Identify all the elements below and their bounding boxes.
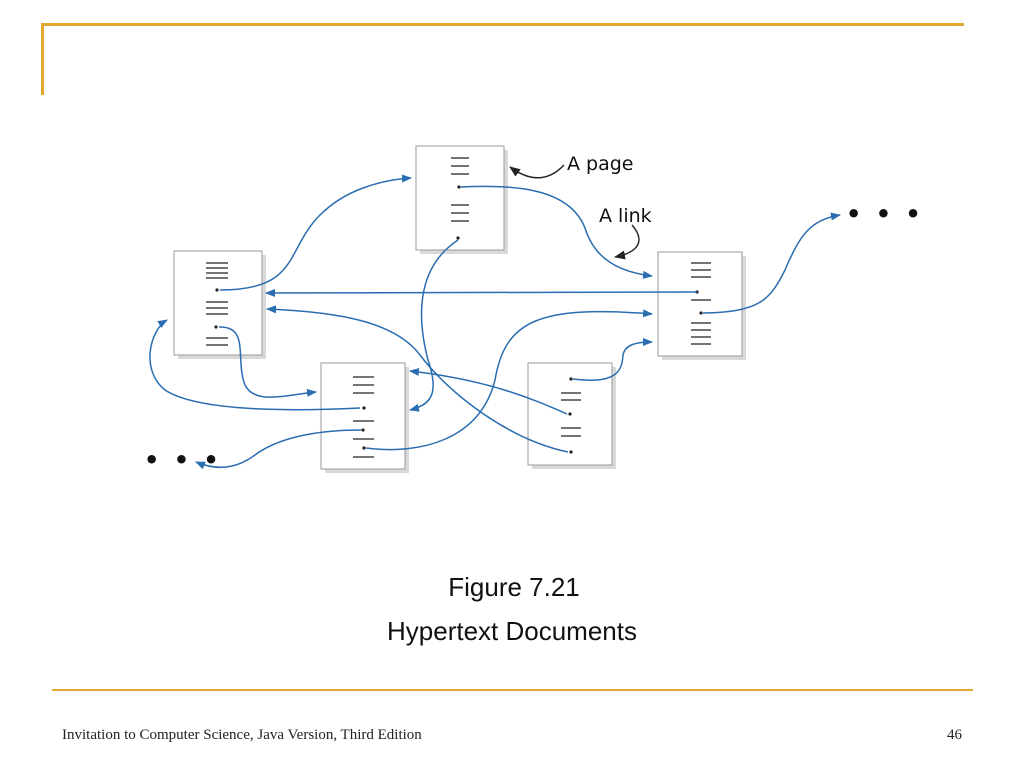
footer-source: Invitation to Computer Science, Java Ver… <box>62 727 422 743</box>
link-callout-arrow <box>614 224 640 260</box>
ellipsis-right: • • • <box>846 200 924 228</box>
page-callout-arrow <box>509 164 565 179</box>
hyperlinks <box>149 174 841 470</box>
accent-rule-left <box>41 23 44 95</box>
page-bottom-center <box>320 362 409 473</box>
footer-page-number: 46 <box>947 727 962 743</box>
page-bottom-right <box>527 362 616 469</box>
link-top-to-right <box>460 185 653 279</box>
accent-rule-bottom <box>52 689 973 691</box>
page-top <box>415 145 508 254</box>
link-bottom-center-to-offpage <box>195 429 362 470</box>
figure-number: Figure 7.21 <box>448 572 580 602</box>
accent-rule-top <box>41 23 964 26</box>
figure-title: Hypertext Documents <box>387 616 637 646</box>
link-bottom-center-to-right <box>365 309 653 451</box>
link-right-to-offpage <box>702 212 841 314</box>
link-top-to-bottom-center <box>409 239 459 412</box>
page-right <box>657 251 746 360</box>
link-bottom-right-to-left <box>266 305 569 453</box>
link-annotation: A link <box>599 205 652 227</box>
link-bottom-right-to-bottom-center <box>409 368 568 415</box>
page-left <box>173 250 266 359</box>
link-right-to-left <box>265 288 698 297</box>
link-left-to-top <box>219 174 412 291</box>
page-annotation: A page <box>567 153 634 175</box>
link-bottom-center-to-left <box>149 319 361 411</box>
link-left-to-bottom-center <box>218 326 317 398</box>
ellipsis-left: • • • <box>144 446 222 474</box>
link-bottom-right-to-right <box>572 338 653 381</box>
